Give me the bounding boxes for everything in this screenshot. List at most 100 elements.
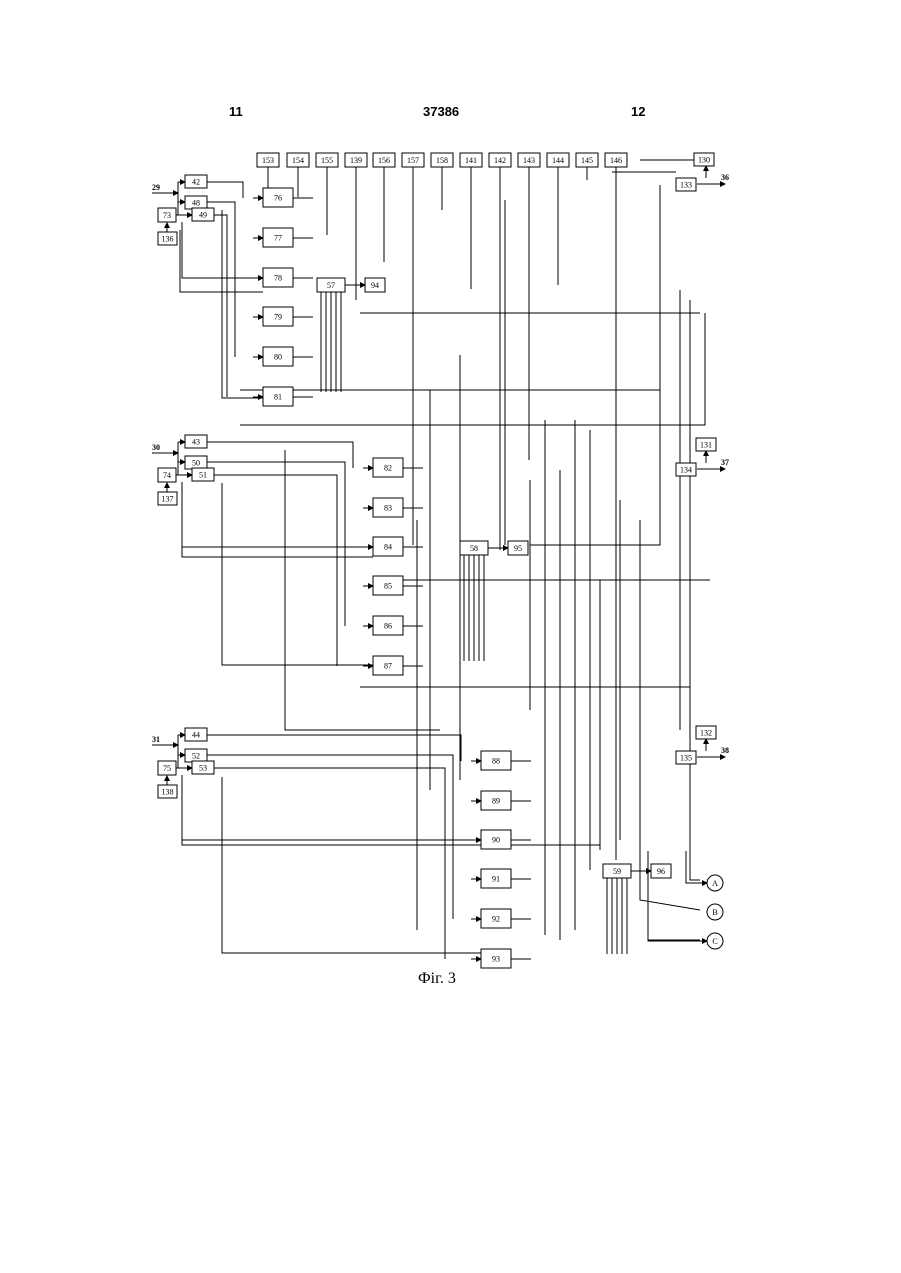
- block-44: 44: [185, 728, 207, 741]
- block-label: 53: [199, 764, 207, 773]
- block-58: 58: [460, 541, 488, 555]
- block-label: 51: [199, 471, 207, 480]
- block-label: 143: [523, 156, 535, 165]
- block-49: 49: [192, 208, 214, 221]
- block-78: 78: [263, 268, 293, 287]
- connector-label: B: [712, 908, 717, 917]
- block-label: 58: [470, 544, 478, 553]
- block-label: 44: [192, 731, 200, 740]
- input-label-30: 30: [152, 443, 160, 452]
- block-label: 75: [163, 764, 171, 773]
- block-48: 48: [185, 196, 207, 209]
- block-53: 53: [192, 761, 214, 774]
- input-block-158: 158: [431, 153, 453, 167]
- input-label-31: 31: [152, 735, 160, 744]
- block-label: 155: [321, 156, 333, 165]
- block-label: 52: [192, 752, 200, 761]
- input-block-139: 139: [345, 153, 367, 167]
- block-label: 76: [274, 194, 282, 203]
- block-79: 79: [263, 307, 293, 326]
- block-label: 131: [700, 441, 712, 450]
- block-91: 91: [481, 869, 511, 888]
- block-label: 73: [163, 211, 171, 220]
- block-57: 57: [317, 278, 345, 292]
- input-block-154: 154: [287, 153, 309, 167]
- block-134: 134: [676, 463, 696, 476]
- input-block-155: 155: [316, 153, 338, 167]
- block-label: 49: [199, 211, 207, 220]
- input-block-145: 145: [576, 153, 598, 167]
- block-label: 88: [492, 757, 500, 766]
- block-label: 42: [192, 178, 200, 187]
- connector-C: C: [707, 933, 723, 949]
- block-label: 137: [162, 495, 174, 504]
- block-92: 92: [481, 909, 511, 928]
- block-133: 133: [676, 178, 696, 191]
- block-label: 135: [680, 754, 692, 763]
- block-50: 50: [185, 456, 207, 469]
- block-86: 86: [373, 616, 403, 635]
- block-label: 156: [378, 156, 390, 165]
- block-89: 89: [481, 791, 511, 810]
- block-label: 85: [384, 582, 392, 591]
- block-130: 130: [694, 153, 714, 166]
- block-label: 139: [350, 156, 362, 165]
- block-90: 90: [481, 830, 511, 849]
- block-131: 131: [696, 438, 716, 451]
- block-label: 82: [384, 464, 392, 473]
- connector-B: B: [707, 904, 723, 920]
- block-76: 76: [263, 188, 293, 207]
- input-block-142: 142: [489, 153, 511, 167]
- block-label: 90: [492, 836, 500, 845]
- block-label: 74: [163, 471, 171, 480]
- block-label: 132: [700, 729, 712, 738]
- block-label: 59: [613, 867, 621, 876]
- block-label: 77: [274, 234, 282, 243]
- block-74: 74: [158, 468, 176, 482]
- block-137: 137: [158, 492, 177, 505]
- block-label: 134: [680, 466, 692, 475]
- block-label: 138: [162, 788, 174, 797]
- block-93: 93: [481, 949, 511, 968]
- block-label: 86: [384, 622, 392, 631]
- block-138: 138: [158, 785, 177, 798]
- block-label: 96: [657, 867, 665, 876]
- connector-label: C: [712, 937, 717, 946]
- block-84: 84: [373, 537, 403, 556]
- block-81: 81: [263, 387, 293, 406]
- block-label: 80: [274, 353, 282, 362]
- block-label: 141: [465, 156, 477, 165]
- input-label-29: 29: [152, 183, 160, 192]
- block-59: 59: [603, 864, 631, 878]
- block-label: 89: [492, 797, 500, 806]
- block-label: 153: [262, 156, 274, 165]
- block-label: 133: [680, 181, 692, 190]
- block-label: 57: [327, 281, 335, 290]
- block-label: 157: [407, 156, 419, 165]
- block-43: 43: [185, 435, 207, 448]
- block-label: 154: [292, 156, 304, 165]
- block-75: 75: [158, 761, 176, 775]
- connector-A: A: [707, 875, 723, 891]
- input-block-156: 156: [373, 153, 395, 167]
- block-51: 51: [192, 468, 214, 481]
- block-73: 73: [158, 208, 176, 222]
- block-135: 135: [676, 751, 696, 764]
- block-label: 92: [492, 915, 500, 924]
- block-80: 80: [263, 347, 293, 366]
- block-77: 77: [263, 228, 293, 247]
- block-label: 95: [514, 544, 522, 553]
- block-52: 52: [185, 749, 207, 762]
- block-132: 132: [696, 726, 716, 739]
- block-label: 83: [384, 504, 392, 513]
- input-block-141: 141: [460, 153, 482, 167]
- block-label: 84: [384, 543, 392, 552]
- connector-label: A: [712, 879, 718, 888]
- figure-caption: Фіг. 3: [418, 970, 456, 988]
- block-136: 136: [158, 232, 177, 245]
- blocks: 1531541551391561571581411421431441451464…: [152, 153, 729, 968]
- block-88: 88: [481, 751, 511, 770]
- block-42: 42: [185, 175, 207, 188]
- block-94: 94: [365, 278, 385, 292]
- block-label: 43: [192, 438, 200, 447]
